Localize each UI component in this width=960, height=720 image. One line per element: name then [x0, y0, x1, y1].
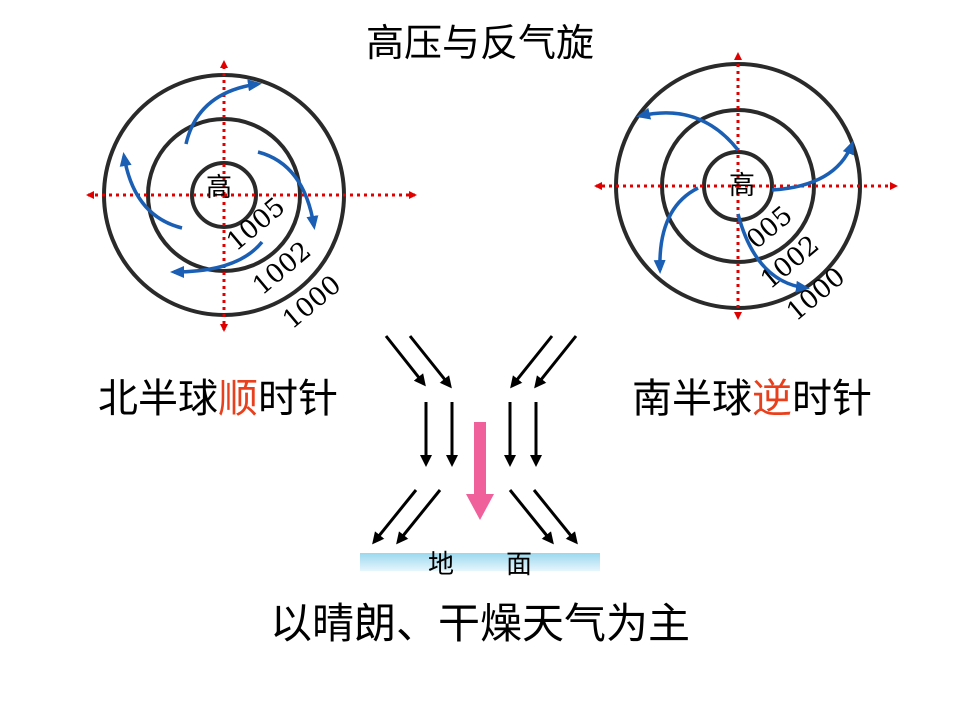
- left-caption-suffix: 时针: [258, 376, 338, 422]
- left-caption-prefix: 北半球: [98, 376, 218, 422]
- right-caption: 南半球逆时针: [632, 366, 872, 424]
- black-arrow: [408, 335, 452, 389]
- right-isobar-diagram: 高 005 1002 1000: [594, 52, 898, 327]
- black-arrow: [396, 489, 442, 545]
- left-isobar-diagram: 高 1005 1002 1000: [86, 60, 417, 335]
- right-caption-suffix: 时针: [792, 376, 872, 422]
- black-arrow: [384, 335, 426, 387]
- right-wind-arrow-top: [636, 107, 740, 152]
- subsidence-arrow: [466, 422, 494, 520]
- ground-label: 地 面: [428, 550, 532, 580]
- left-center-label: 高: [206, 173, 232, 203]
- black-arrow: [508, 489, 554, 545]
- conclusion-text: 以晴朗、干燥天气为主: [269, 599, 690, 648]
- slide-title: 高压与反气旋: [365, 21, 594, 65]
- ground-surface: [360, 553, 600, 571]
- right-caption-highlight: 逆: [752, 376, 792, 422]
- right-center-label: 高: [729, 171, 755, 201]
- left-isobar-inner: [190, 161, 258, 229]
- left-wind-arrow-right: [257, 150, 319, 230]
- right-wind-arrow-bottom: [736, 213, 810, 293]
- left-isobar-middle: [146, 117, 302, 273]
- left-caption-highlight: 顺: [218, 376, 258, 422]
- left-wind-arrow-bottom: [170, 240, 264, 278]
- right-caption-prefix: 南半球: [632, 376, 752, 422]
- left-wind-arrow-top: [184, 79, 262, 145]
- black-arrow: [534, 335, 578, 389]
- left-caption: 北半球顺时针: [98, 366, 338, 424]
- black-arrow: [510, 335, 554, 389]
- right-wind-arrow-left: [653, 186, 699, 274]
- right-isobar-middle: [660, 108, 816, 264]
- black-arrow: [372, 489, 418, 545]
- black-arrow: [532, 489, 578, 545]
- right-wind-arrow-right: [771, 140, 855, 192]
- subsidence-diagram: 地 面: [360, 335, 600, 580]
- left-wind-arrow-left: [119, 152, 183, 230]
